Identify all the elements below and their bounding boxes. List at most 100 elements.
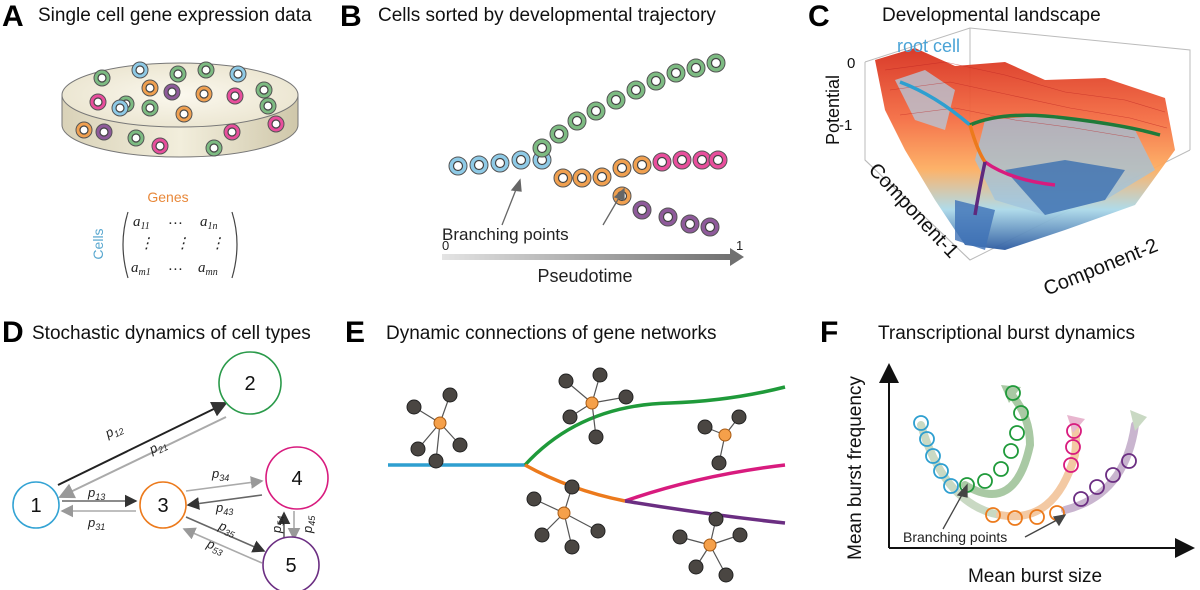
panel-b-label: B (340, 0, 362, 33)
dish-cell (197, 61, 215, 79)
traj-cell-green (626, 80, 646, 100)
traj-cell-blue (511, 150, 531, 170)
edge-label-p12: p12 (102, 420, 126, 443)
panel-b-diagram: Branching points 0 1 Pseudotime (442, 53, 744, 286)
node-3-circle (139, 481, 187, 529)
edge-label-p31: p31 (87, 515, 105, 532)
dish-cell (141, 99, 159, 117)
dish-cell (223, 123, 241, 141)
svg-text:am1: am1 (131, 260, 151, 278)
node-5-label: 5 (285, 555, 296, 577)
root-cell-label: root cell (897, 36, 960, 56)
panel-c-landscape: root cell Potential 0 -1 Component-1 Com… (823, 27, 1191, 300)
genes-label: Genes (147, 189, 188, 205)
svg-text:a1n: a1n (200, 214, 218, 232)
panel-e-diagram (388, 367, 786, 583)
traj-cell-green (666, 63, 686, 83)
landscape-paths (899, 80, 1161, 216)
pseudotime-label: Pseudotime (537, 266, 632, 286)
traj-cell-pink (672, 150, 692, 170)
f-y-axis-label: Mean burst frequency (845, 376, 866, 560)
dish-cell (89, 93, 107, 111)
cells-label: Cells (90, 228, 106, 259)
pseudotime-axis (442, 248, 744, 266)
trajectory-cells (448, 53, 728, 237)
dish-cell (127, 129, 145, 147)
burst-cell-green (993, 461, 1009, 477)
traj-cell-green (606, 90, 626, 110)
burst-cell-purple (1121, 453, 1137, 469)
node-5-circle (262, 536, 320, 590)
burst-cell-blue (933, 463, 949, 479)
gene-networks (406, 367, 748, 583)
burst-cell-blue (913, 415, 929, 431)
edge-3-4 (185, 476, 264, 492)
traj-cell (592, 167, 612, 187)
burst-cell-orange (1007, 510, 1023, 526)
traj-cell-green (686, 58, 706, 78)
edge-label-p43: p43 (215, 500, 233, 517)
node-2-circle (218, 351, 282, 415)
edge-2-1 (58, 416, 227, 499)
edge-3-5 (185, 516, 266, 553)
burst-cell-green (943, 478, 959, 494)
gene-network (526, 479, 606, 555)
svg-text:a11: a11 (133, 214, 150, 232)
node-4-circle (265, 446, 329, 510)
pseudotime-start: 0 (442, 238, 449, 253)
traj-cell-blue (448, 156, 468, 176)
dish-cell (255, 81, 273, 99)
panel-a-label: A (2, 0, 24, 33)
edge-label-p54: p54 (269, 516, 286, 534)
svg-text:…: … (169, 212, 182, 228)
z-tick-0: 0 (847, 55, 855, 72)
panel-a-diagram: Genes Cells a11 … a1n ⋮ ⋮ ⋮ am1 … amn (61, 61, 299, 279)
burst-cell-green (1005, 385, 1021, 401)
traj-cell (553, 168, 573, 188)
edge-label-p13: p13 (87, 485, 105, 502)
burst-cell-green (1013, 405, 1029, 421)
dish-cell (259, 97, 277, 115)
dish-cell (131, 61, 149, 79)
dish-cell (75, 121, 93, 139)
traj-cell-green (706, 53, 726, 73)
edge-4-3 (186, 494, 263, 510)
burst-cell-pink (1065, 439, 1081, 455)
expression-matrix: a11 … a1n ⋮ ⋮ ⋮ am1 … amn (122, 211, 238, 279)
burst-cell-blue (925, 448, 941, 464)
burst-cell-blue (919, 431, 935, 447)
svg-text:⋮: ⋮ (210, 236, 225, 252)
node-1-label: 1 (30, 495, 41, 517)
svg-text:⋮: ⋮ (139, 236, 154, 252)
burst-cell-purple (1105, 467, 1121, 483)
edge-5-3 (182, 527, 263, 564)
dish-cells (75, 61, 285, 157)
burst-cell-purple (1073, 491, 1089, 507)
svg-text:⋮: ⋮ (175, 236, 190, 252)
node-3-label: 3 (157, 495, 168, 517)
z-axis-label: Potential (823, 75, 843, 145)
traj-cell (572, 168, 592, 188)
panel-a-title: Single cell gene expression data (38, 5, 312, 26)
dish-cell (141, 79, 159, 97)
dish-cell (95, 123, 113, 141)
edge-1-2 (57, 401, 228, 486)
f-x-axis-label: Mean burst size (968, 566, 1102, 587)
dish-cell (163, 83, 181, 101)
panel-d-network: p12 p21 p13 p31 p34 p43 p35 p53 p54 p45 … (12, 351, 329, 590)
dish-cell (205, 139, 223, 157)
traj-cell-green (567, 111, 587, 131)
panel-e-title: Dynamic connections of gene networks (386, 323, 717, 344)
traj-cell (652, 152, 672, 172)
dish-cell (267, 115, 285, 133)
gene-network (406, 387, 468, 469)
edge-label-p34: p34 (211, 466, 229, 483)
panel-c-label: C (808, 0, 830, 33)
panel-f-plot: Mean burst frequency Mean burst size Bra… (845, 363, 1195, 587)
traj-cell (658, 207, 678, 227)
panel-f-title: Transcriptional burst dynamics (878, 323, 1135, 344)
burst-cell-pink (1063, 457, 1079, 473)
traj-cell (632, 200, 652, 220)
burst-trajectories (917, 385, 1147, 521)
node-2-label: 2 (244, 373, 255, 395)
